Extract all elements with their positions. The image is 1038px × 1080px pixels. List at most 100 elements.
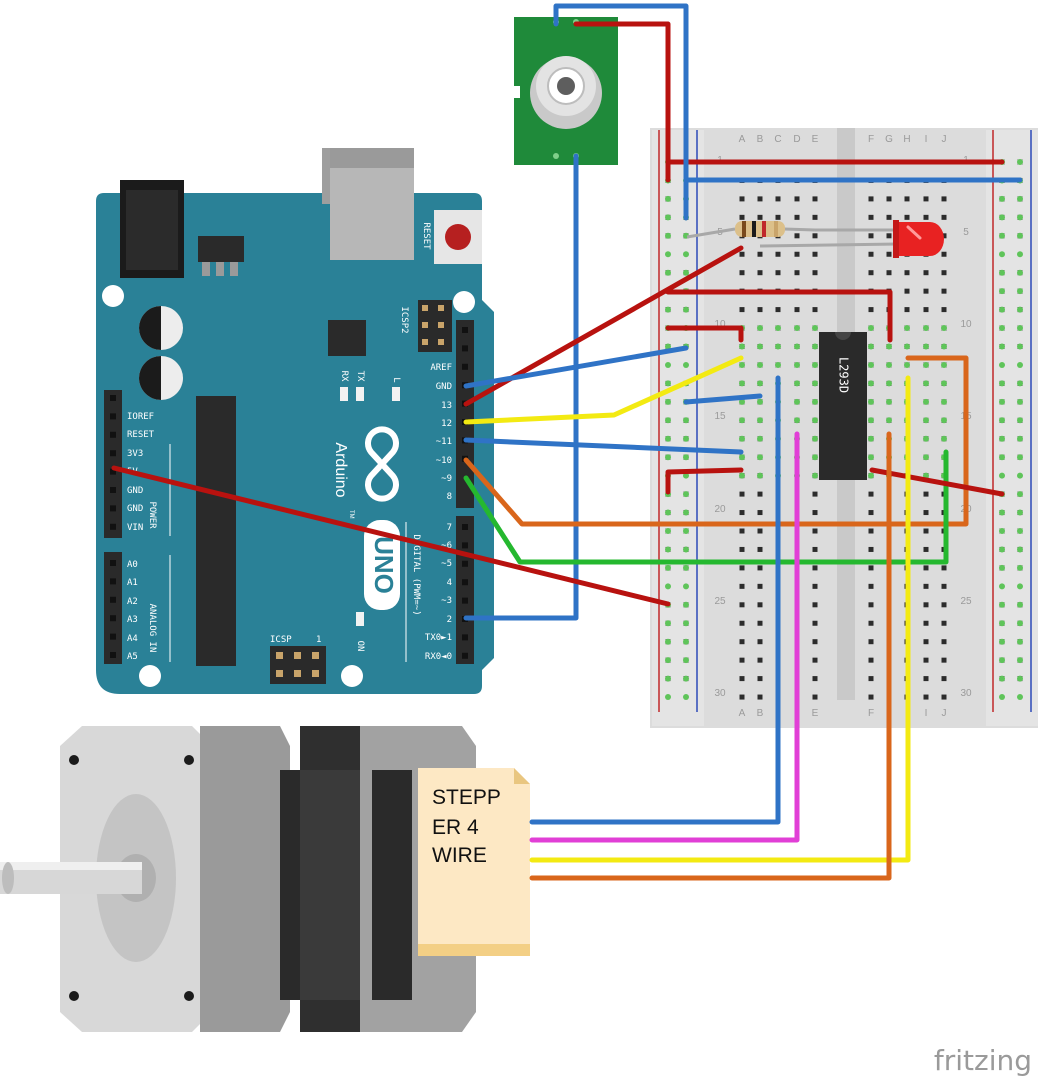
breadboard-hole-active <box>757 398 763 405</box>
breadboard-hole <box>904 196 910 202</box>
breadboard-hole <box>941 233 947 239</box>
breadboard-hole-active <box>923 398 929 405</box>
breadboard-hole-active <box>923 361 929 368</box>
breadboard-hole <box>775 307 781 313</box>
breadboard-hole <box>739 565 745 571</box>
rail-hole-active <box>1017 325 1023 332</box>
rail-hole-active <box>683 583 689 590</box>
breadboard-hole <box>868 491 874 497</box>
breadboard-hole-active <box>868 472 874 479</box>
pin-socket <box>110 523 116 530</box>
breadboard-hole <box>868 196 874 202</box>
breadboard-hole <box>757 510 763 516</box>
rail-hole-active <box>999 398 1005 405</box>
rail-hole-active <box>683 657 689 664</box>
breadboard-hole <box>812 307 818 313</box>
breadboard-hole <box>941 639 947 645</box>
analog-labels: A0 A1 A2 A3 A4 A5 <box>127 560 138 662</box>
icsp-header <box>270 646 326 684</box>
rail-hole-active <box>1017 380 1023 387</box>
pin-socket <box>462 560 468 567</box>
rail-hole-active <box>1017 398 1023 405</box>
rail-hole-active <box>1017 288 1023 295</box>
breadboard-hole-active <box>812 361 818 368</box>
pin-socket <box>110 450 116 457</box>
breadboard-hole <box>941 214 947 220</box>
breadboard-hole <box>923 620 929 626</box>
icsp-label: ICSP <box>270 635 292 645</box>
rail-hole-active <box>665 269 671 276</box>
reset-button[interactable] <box>434 210 482 264</box>
wire-motor-blue <box>529 375 781 825</box>
rail-hole-active <box>665 232 671 239</box>
breadboard-hole-active <box>941 343 947 350</box>
mounting-hole <box>139 665 161 687</box>
breadboard-hole-active <box>757 380 763 387</box>
breadboard-hole <box>941 307 947 313</box>
rail-hole-active <box>665 583 671 590</box>
column-letters-top: A B C D E F G H I J <box>739 134 947 145</box>
rail-hole-active <box>665 509 671 516</box>
rail-hole-active <box>999 528 1005 534</box>
breadboard-hole-active <box>775 361 781 368</box>
breadboard-hole <box>941 196 947 202</box>
icsp2-header <box>418 300 452 352</box>
on-label: ON <box>355 641 365 652</box>
breadboard-hole <box>757 270 763 276</box>
pin-label: 2 <box>447 615 452 625</box>
breadboard-hole-active <box>812 343 818 350</box>
jumper-red-10 <box>665 325 744 343</box>
digital-low-labels: 7 ~6 ~5 4 ~3 2 TX0►1 RX0◄0 <box>425 523 452 662</box>
breadboard-hole <box>941 251 947 257</box>
pin-label: GND <box>127 486 143 496</box>
rail-hole-active <box>665 620 671 627</box>
pin-label: TX0►1 <box>425 633 452 643</box>
svg-text:J: J <box>942 708 947 719</box>
rail-hole-active <box>1017 159 1023 165</box>
svg-text:25: 25 <box>960 596 972 607</box>
jumper-blue-15 <box>683 393 763 405</box>
breadboard-hole <box>739 307 745 313</box>
breadboard-hole <box>812 251 818 257</box>
breadboard-hole <box>757 657 763 663</box>
mounting-hole <box>102 285 124 307</box>
breadboard-hole <box>812 233 818 239</box>
breadboard-hole <box>775 251 781 257</box>
breadboard-hole-active <box>868 435 874 442</box>
breadboard-hole-active <box>739 343 745 350</box>
pin-label: ~5 <box>441 559 452 569</box>
breadboard-hole <box>941 676 947 682</box>
breadboard-hole <box>868 270 874 276</box>
svg-text:E: E <box>812 708 819 719</box>
svg-text:F: F <box>868 708 874 719</box>
rail-hole-active <box>683 251 689 258</box>
fritzing-watermark: fritzing <box>934 1044 1032 1077</box>
pin-socket <box>462 363 468 370</box>
reset-label: RESET <box>421 222 431 250</box>
rail-hole-active <box>683 306 689 313</box>
col-letter: I <box>925 134 928 145</box>
breadboard-hole <box>868 565 874 571</box>
trademark-label: TM <box>348 510 354 519</box>
stepper-motor <box>0 726 476 1032</box>
breadboard-hole <box>775 214 781 220</box>
breadboard-hole <box>923 657 929 663</box>
pin-socket <box>110 431 116 438</box>
jumper-red-top <box>665 289 893 343</box>
breadboard-hole-active <box>739 361 745 368</box>
sensor-lens <box>557 77 575 95</box>
usb-connector <box>322 148 414 260</box>
breadboard-hole <box>757 528 763 534</box>
breadboard-hole-active <box>812 398 818 405</box>
rail-hole-active <box>1017 195 1023 202</box>
pin-label: 7 <box>447 523 452 533</box>
mounting-hole <box>453 291 475 313</box>
rail-hole-active <box>999 195 1005 202</box>
pin-label: A2 <box>127 597 138 607</box>
pin-label: RX0◄0 <box>425 652 452 662</box>
breadboard-hole <box>794 270 800 276</box>
breadboard-hole-active <box>757 435 763 442</box>
breadboard-hole-active <box>794 380 800 387</box>
breadboard-hole-active <box>757 417 763 424</box>
breadboard-hole <box>739 528 745 534</box>
